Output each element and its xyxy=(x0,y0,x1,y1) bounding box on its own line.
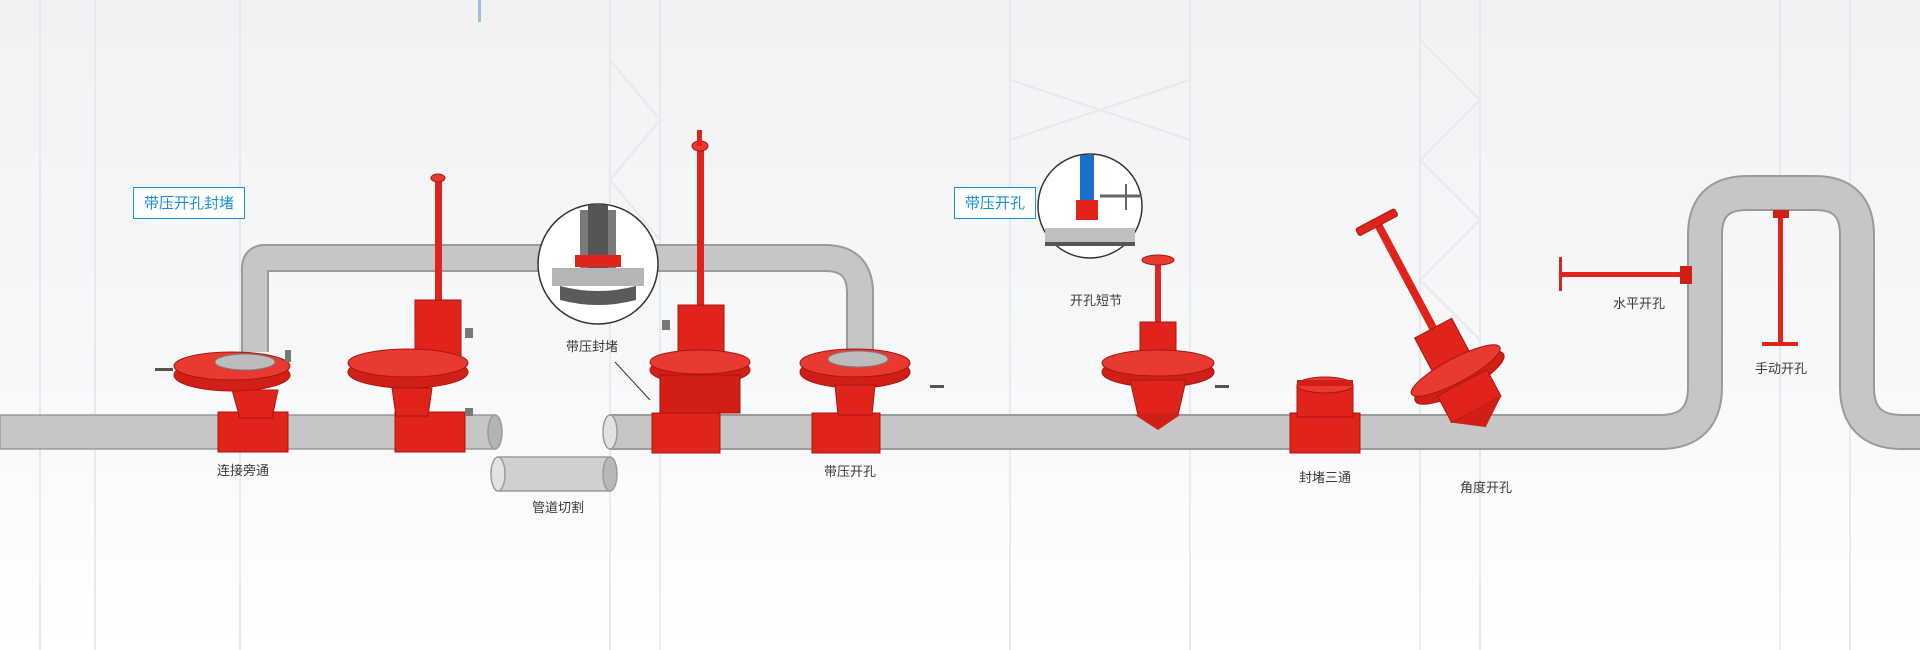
label-hot-tap-main: 带压开孔 xyxy=(824,465,877,480)
label-angle-tap: 角度开孔 xyxy=(1460,481,1513,496)
angle-hot-tap-machine xyxy=(1355,208,1505,428)
main-pipe-right xyxy=(602,175,1920,450)
section-tag-hot-tap-plugging: 带压开孔封堵 xyxy=(133,187,246,219)
plugging-detail-callout xyxy=(537,203,659,401)
bypass-flange-1 xyxy=(155,350,291,419)
label-manual-tap: 手动开孔 xyxy=(1755,362,1808,377)
label-nipple: 开孔短节 xyxy=(1070,294,1123,309)
plugging-machine xyxy=(649,130,751,414)
plug-tee xyxy=(1296,376,1354,418)
pipe-fittings xyxy=(217,411,1361,454)
label-horizontal-tap: 水平开孔 xyxy=(1613,297,1666,312)
nipple-detail-callout xyxy=(1037,153,1143,259)
label-bypass: 连接旁通 xyxy=(217,464,270,479)
cut-pipe-section xyxy=(490,456,618,492)
label-plug-tee: 封堵三通 xyxy=(1299,471,1352,486)
bypass-flange-2 xyxy=(799,348,944,416)
hot-tap-machine-2 xyxy=(1101,254,1229,430)
manual-tapping-tool xyxy=(1762,210,1798,346)
hot-tap-machine-1 xyxy=(347,173,473,417)
label-plugging: 带压封堵 xyxy=(566,340,619,355)
section-tag-hot-tap: 带压开孔 xyxy=(954,187,1037,219)
horizontal-tapping-tool xyxy=(1559,257,1692,291)
label-pipe-cut: 管道切割 xyxy=(532,501,585,516)
